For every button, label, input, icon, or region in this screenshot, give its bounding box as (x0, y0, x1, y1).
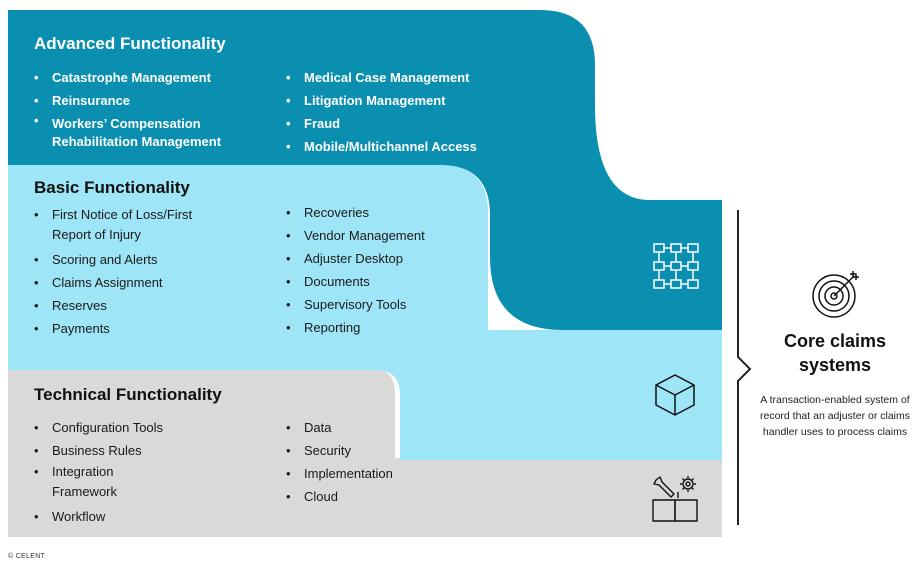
list-item: First Notice of Loss/First Report of Inj… (32, 205, 227, 245)
list-item: Documents (284, 270, 484, 293)
target-icon (812, 271, 859, 318)
list-item: Mobile/Multichannel Access (284, 135, 544, 158)
list-item: Workers’ Compensation Rehabilitation Man… (32, 112, 252, 151)
list-item: Recoveries (284, 201, 484, 224)
basic-list-col2: Recoveries Vendor Management Adjuster De… (284, 201, 484, 339)
list-item: Integration Framework (32, 462, 147, 502)
technical-list-col2: Data Security Implementation Cloud (284, 416, 484, 508)
list-item: Claims Assignment (32, 271, 242, 294)
list-item: Business Rules (32, 439, 242, 462)
cube-icon (655, 374, 695, 416)
list-item: Fraud (284, 112, 544, 135)
core-description: A transaction-enabled system of record t… (760, 394, 910, 438)
list-item: Reserves (32, 294, 242, 317)
list-item: Cloud (284, 485, 484, 508)
list-item: Scoring and Alerts (32, 248, 242, 271)
core-bracket (737, 210, 752, 525)
advanced-list-col1: Catastrophe Management Reinsurance Worke… (32, 66, 262, 156)
basic-title: Basic Functionality (34, 178, 190, 197)
technical-list-col1: Configuration Tools Business Rules Integ… (32, 416, 242, 528)
list-item: Payments (32, 317, 242, 340)
list-item: Security (284, 439, 484, 462)
network-grid-icon (653, 243, 699, 289)
basic-list-col1: First Notice of Loss/First Report of Inj… (32, 205, 242, 340)
list-item: Supervisory Tools (284, 293, 484, 316)
copyright: © CELENT (8, 553, 46, 560)
list-item: Reinsurance (32, 89, 262, 112)
list-item: Vendor Management (284, 224, 484, 247)
list-item: Data (284, 416, 484, 439)
list-item: Implementation (284, 462, 484, 485)
core-title: Core claims systems (783, 331, 887, 375)
advanced-list-col2: Medical Case Management Litigation Manag… (284, 66, 544, 158)
list-item: Adjuster Desktop (284, 247, 484, 270)
tools-gear-icon (652, 476, 698, 522)
list-item: Configuration Tools (32, 416, 242, 439)
technical-title: Technical Functionality (34, 385, 222, 404)
list-item: Catastrophe Management (32, 66, 262, 89)
list-item: Workflow (32, 505, 242, 528)
list-item: Reporting (284, 316, 484, 339)
advanced-title: Advanced Functionality (34, 34, 226, 53)
list-item: Litigation Management (284, 89, 544, 112)
list-item: Medical Case Management (284, 66, 544, 89)
